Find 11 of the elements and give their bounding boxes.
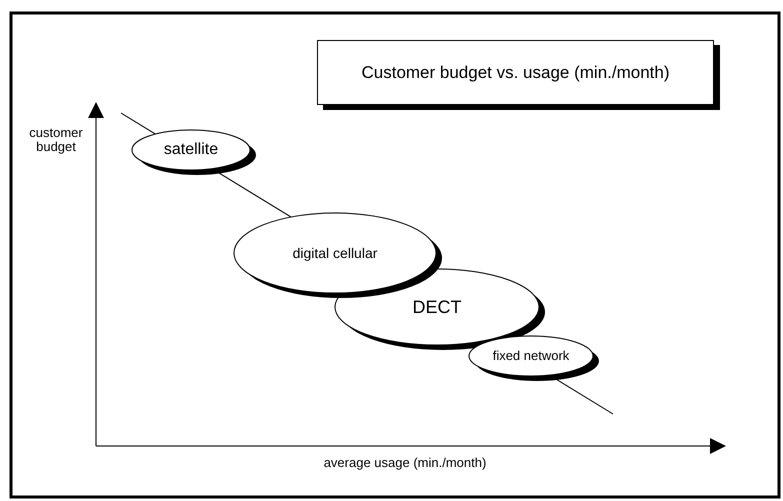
ellipse-node xyxy=(334,268,546,352)
x-axis-label: average usage (min./month) xyxy=(322,456,488,470)
ellipse-node xyxy=(468,335,600,383)
node-label: DECT xyxy=(412,296,462,319)
node-label: satellite xyxy=(162,140,220,160)
y-axis-label: customer budget xyxy=(28,126,84,154)
node-label: fixed network xyxy=(492,347,570,366)
title-text: Customer budget vs. usage (min./month) xyxy=(361,62,670,82)
ellipse-node xyxy=(233,212,443,300)
ellipse-node xyxy=(131,129,257,177)
node-label: digital cellular xyxy=(292,244,378,263)
